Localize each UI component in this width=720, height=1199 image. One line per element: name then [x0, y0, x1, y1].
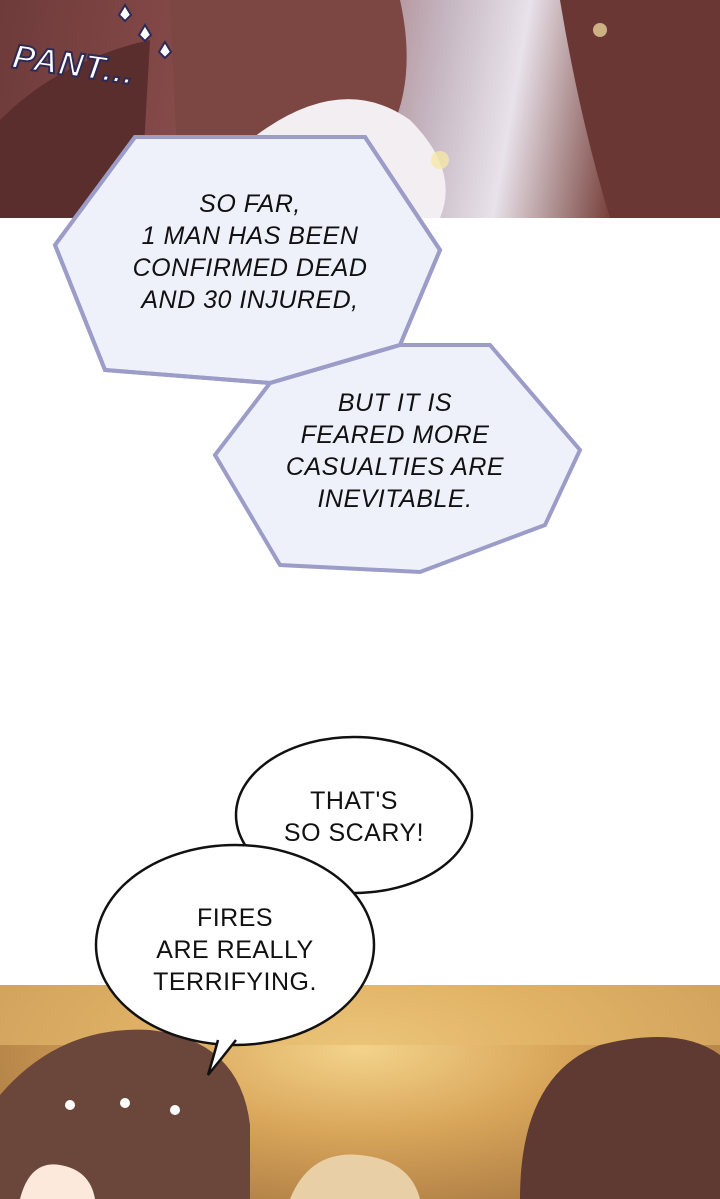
dialogue-line: SO SCARY! — [283, 819, 425, 847]
girl-eye-area — [20, 1164, 95, 1199]
narration-text-2: BUT IT IS FEARED MORE CASUALTIES ARE INE… — [265, 387, 525, 515]
girl-hair-left — [0, 1029, 250, 1199]
narration-box-2 — [212, 343, 583, 575]
narration-line: 1 MAN HAS BEEN — [141, 222, 359, 250]
sweat-drops — [117, 3, 173, 60]
sweat-drop — [117, 3, 133, 23]
girl-hair-right — [520, 1037, 720, 1199]
hair-highlight — [170, 1105, 180, 1115]
narration-line: INEVITABLE. — [317, 485, 473, 513]
sparkle — [593, 23, 607, 37]
dialogue-text-1: THAT'S SO SCARY! — [254, 785, 454, 849]
narration-text-1: SO FAR, 1 MAN HAS BEEN CONFIRMED DEAD AN… — [110, 188, 390, 316]
dialogue-line: TERRIFYING. — [153, 968, 317, 996]
sweat-drop — [157, 40, 173, 60]
narration-line: CASUALTIES ARE — [285, 453, 505, 481]
narration-line: CONFIRMED DEAD — [132, 254, 368, 282]
narration-line: BUT IT IS — [337, 389, 453, 417]
hair-right — [560, 0, 720, 218]
narration-box-1-outline — [52, 135, 443, 386]
narration-line: SO FAR, — [199, 190, 301, 218]
dialogue-line: ARE REALLY — [156, 936, 314, 964]
dialogue-line: THAT'S — [310, 787, 398, 815]
sweat-drop — [137, 23, 153, 43]
dialogue-line: FIRES — [196, 904, 274, 932]
sparkle — [431, 151, 449, 169]
narration-line: FEARED MORE — [300, 421, 490, 449]
bottom-panel-art — [0, 985, 720, 1199]
hair-highlight — [65, 1100, 75, 1110]
narration-line: AND 30 INJURED, — [141, 286, 359, 314]
dialogue-text-2: FIRES ARE REALLY TERRIFYING. — [125, 902, 345, 998]
narration-boxes — [52, 135, 583, 575]
hair-highlight — [120, 1098, 130, 1108]
child-head — [290, 1154, 420, 1199]
bottom-art-panel — [0, 985, 720, 1199]
